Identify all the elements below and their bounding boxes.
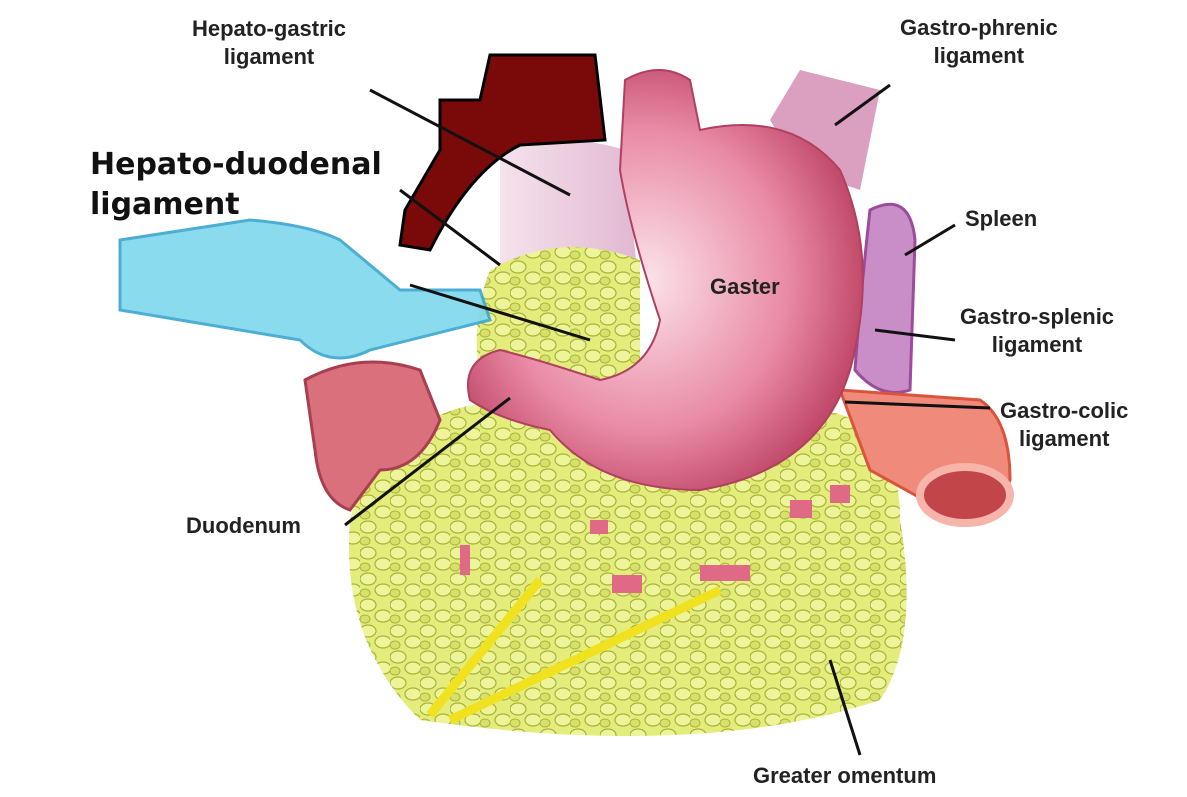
label-line: Hepato-gastric	[192, 16, 347, 41]
marker-scribble	[426, 577, 722, 725]
label-greater-omentum: Greater omentum	[753, 763, 937, 788]
lesser-omentum-fat	[476, 247, 640, 380]
greater-omentum-shape	[348, 402, 907, 736]
label-line: Gastro-splenic	[960, 304, 1115, 329]
label-duodenum: Duodenum	[186, 513, 301, 538]
label-hepato-duodenal-ligament: Hepato-duodenal ligament	[90, 145, 382, 225]
spleen-shape	[853, 202, 917, 394]
duodenum-colon-left	[303, 360, 442, 512]
label-hepato-gastric-ligament: Hepato-gastric ligament	[192, 15, 346, 71]
label-line: ligament	[933, 43, 1025, 68]
gloved-hand	[118, 218, 492, 360]
stomach-shape	[467, 69, 864, 492]
label-line: Gastro-phrenic	[900, 15, 1058, 40]
label-line: Gastro-colic	[1000, 398, 1129, 423]
label-spleen: Spleen	[965, 206, 1038, 231]
label-line: Hepato-duodenal	[90, 147, 382, 182]
leader-lines	[344, 83, 991, 756]
label-line: ligament	[223, 44, 315, 69]
label-line: ligament	[90, 187, 240, 222]
label-line: ligament	[1018, 426, 1110, 451]
colon-lumen	[916, 463, 1014, 527]
label-gaster: Gaster	[710, 274, 780, 299]
label-line: ligament	[991, 332, 1083, 357]
label-gastro-splenic-ligament: Gastro-splenic ligament	[960, 303, 1114, 359]
label-gastro-colic-ligament: Gastro-colic ligament	[1000, 397, 1128, 453]
label-gastro-phrenic-ligament: Gastro-phrenic ligament	[900, 14, 1058, 70]
omentum-vessels	[460, 485, 850, 593]
